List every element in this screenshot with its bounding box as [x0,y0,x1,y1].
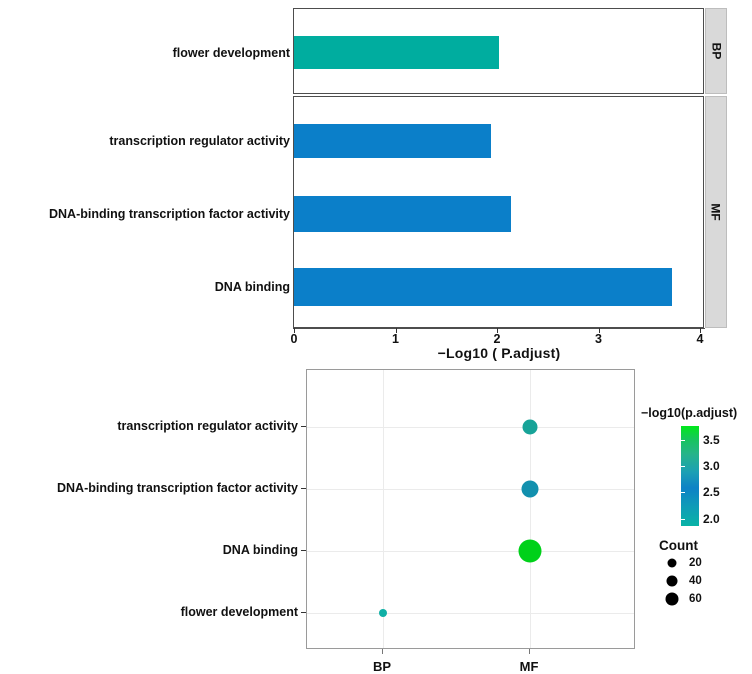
bar-flower-development [294,36,500,69]
dot-x-label-BP: BP [372,659,392,674]
panel-strip-bp: BP [705,8,727,94]
dot-point-1 [521,480,539,498]
count-legend-label-60: 60 [689,593,702,605]
color-legend-tick-2.0 [681,519,685,520]
dot-x-tick-BP [382,649,383,654]
panel-strip-mf-label: MF [708,203,723,221]
bar-label-flower-development: flower development [172,45,290,60]
dot-y-tick-1 [301,488,306,489]
bar-x-tick-label-3: 3 [595,332,602,346]
bar-x-tick-label-1: 1 [392,332,399,346]
gridline-horizontal-3 [307,613,634,614]
panel-strip-bp-label: BP [708,42,723,60]
bar-dna-binding-transcription-factor-activity [294,196,512,232]
dot-y-label-0: transcription regulator activity [117,418,298,433]
color-legend-tick-label-2.0: 2.0 [703,512,720,526]
dot-y-label-3: flower development [180,604,298,619]
dot-x-label-MF: MF [519,659,539,674]
panel-strip-mf: MF [705,96,727,328]
bar-x-tick-label-4: 4 [696,332,704,346]
gridline-horizontal-0 [307,427,634,428]
count-legend-label-20: 20 [689,557,702,569]
color-legend-gradient-bar [681,426,699,526]
color-legend-tick-label-3.5: 3.5 [703,433,720,447]
bar-label-transcription-regulator-activity: transcription regulator activity [109,134,290,148]
gridline-horizontal-2 [307,551,634,552]
bar-transcription-regulator-activity [294,124,491,158]
dot-y-tick-3 [301,612,306,613]
dot-y-tick-2 [301,550,306,551]
dot-point-0 [522,419,538,435]
bar-x-axis-line [293,328,705,329]
gridline-horizontal-1 [307,489,634,490]
dot-y-label-1: DNA-binding transcription factor activit… [57,480,298,495]
color-legend-tick-2.5 [681,492,685,493]
bar-x-tick-4 [700,328,701,333]
bar-chart-figure: BP MF flower development transcription r… [49,8,727,361]
bar-x-tick-2 [497,328,498,333]
bar-x-tick-1 [395,328,397,333]
color-legend-tick-3.5 [681,440,685,441]
count-legend-dot-60 [665,592,679,606]
color-legend-tick-label-3.0: 3.0 [703,459,720,473]
gridline-vertical-1 [530,370,531,648]
count-legend-title: Count [659,538,698,553]
color-legend-tick-label-2.5: 2.5 [703,485,720,499]
bar-dna-binding [294,268,672,306]
color-legend-tick-3.0 [681,466,685,467]
bar-label-dna-binding: DNA binding [214,280,290,294]
dot-x-tick-MF [529,649,530,654]
bar-x-tick-label-0: 0 [290,332,298,346]
count-legend-dot-20 [667,558,677,568]
dot-plot-panel [306,369,635,649]
dot-point-2 [518,539,542,563]
gridline-vertical-0 [383,370,384,648]
dot-y-label-2: DNA binding [222,542,298,557]
color-legend-title: −log10(p.adjust) [641,406,738,420]
count-legend-label-40: 40 [689,575,702,587]
bar-label-dna-binding-transcription-factor-activity: DNA-binding transcription factor activit… [49,207,290,221]
dot-y-tick-0 [301,426,306,427]
bar-x-tick-0 [294,328,295,333]
bar-x-axis-title: −Log10 ( P.adjust) [437,345,561,361]
dot-point-3 [379,609,387,617]
bar-x-tick-label-2: 2 [493,332,501,346]
count-legend-dot-40 [666,575,678,587]
bar-x-tick-3 [598,328,600,333]
